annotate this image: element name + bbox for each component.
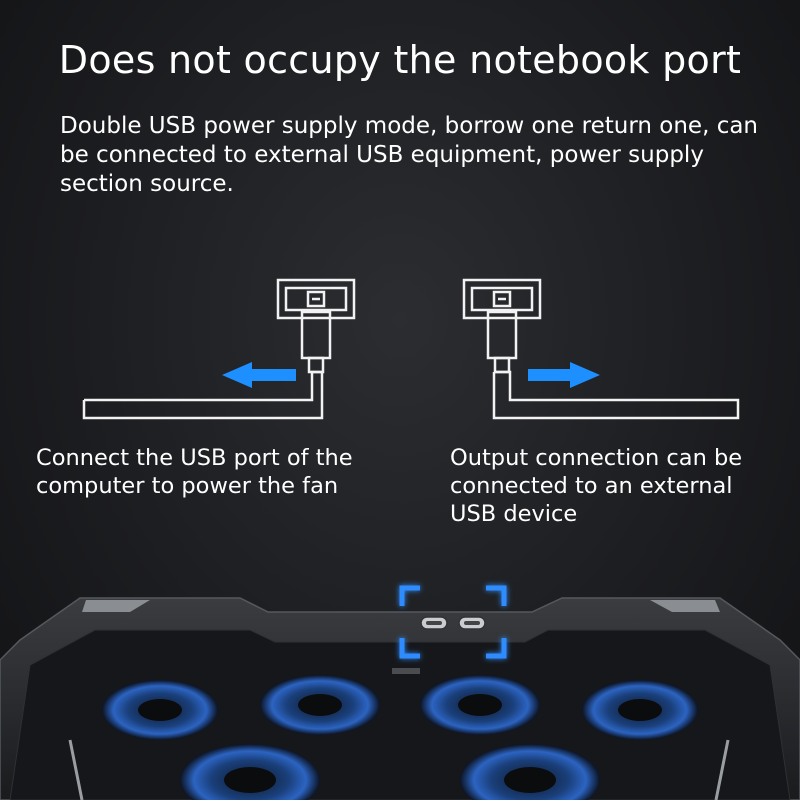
- cooling-pad-illustration: [0, 585, 800, 800]
- cooling-fan-icon: [180, 744, 320, 800]
- cooling-fan-icon: [582, 680, 698, 740]
- cooling-fan-icon: [260, 675, 380, 735]
- right-usb-port-icon: [462, 278, 542, 374]
- cooling-fan-icon: [460, 744, 600, 800]
- usb-ports-highlight: [399, 585, 507, 659]
- right-caption: Output connection can be connected to an…: [450, 445, 743, 527]
- arrow-right-icon: [528, 362, 600, 388]
- arrow-left-icon: [222, 362, 296, 388]
- usb-connection-diagram: [82, 278, 740, 420]
- page-title: Does not occupy the notebook port: [58, 38, 742, 82]
- cooling-fan-icon: [102, 680, 218, 740]
- left-caption: Connect the USB port of the computer to …: [36, 445, 353, 499]
- page-description: Double USB power supply mode, borrow one…: [60, 113, 759, 197]
- cooling-fan-icon: [420, 675, 540, 735]
- left-usb-port-icon: [276, 278, 356, 374]
